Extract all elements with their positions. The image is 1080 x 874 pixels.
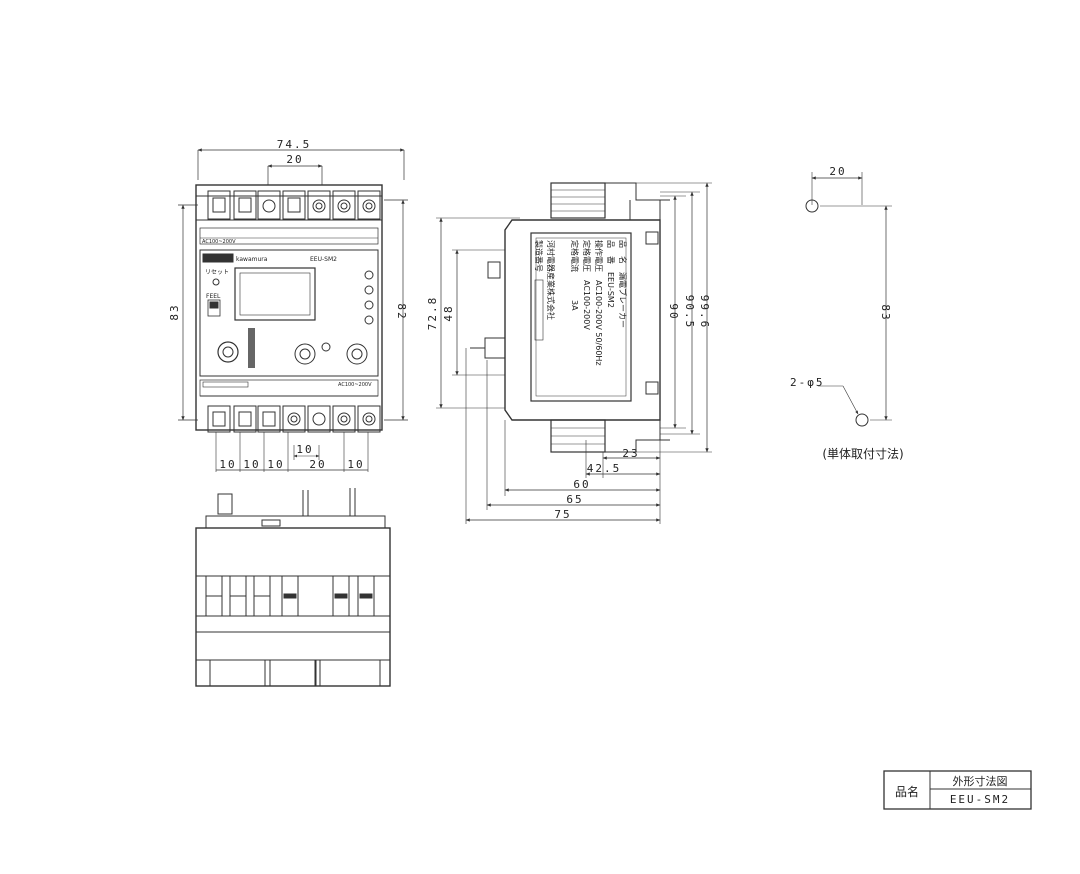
- dim-overall-width: 74.5: [277, 138, 312, 151]
- dim-side-h3: 90: [667, 303, 680, 320]
- title-block: [883, 770, 1032, 810]
- dim-side-d1: 23: [622, 447, 639, 460]
- side-label-plate: 品 名 漏電ブレーカー 品 番 EEU-SM2 操作電圧 AC100-200V …: [534, 240, 628, 366]
- dim-bottom-5: 10: [347, 458, 364, 471]
- mount-hole-bottom: [855, 413, 869, 427]
- dim-mount-width: 20: [829, 165, 846, 178]
- dim-height-outer: 83: [168, 303, 181, 320]
- dim-bottom-1: 10: [219, 458, 236, 471]
- dim-bottom-2: 10: [243, 458, 260, 471]
- bottom-slots: [205, 575, 375, 617]
- dim-side-h1: 72.8: [426, 296, 439, 331]
- dim-mount-holes: 2-φ5: [790, 376, 825, 389]
- label-row4-key: 定格電圧: [582, 240, 592, 272]
- bottom-view: [195, 488, 391, 687]
- mount-hole-top: [805, 199, 819, 213]
- label-row6-key: 河村電器産業株式会社: [546, 240, 556, 320]
- dim-side-h5: 99.6: [698, 295, 711, 330]
- top-terminals: [207, 190, 381, 220]
- dim-bottom-3: 10: [267, 458, 284, 471]
- bottom-terminals: [207, 405, 381, 433]
- panel-voltage-bottom: AC100~200V: [338, 382, 372, 388]
- dim-side-d5: 75: [554, 508, 571, 521]
- dim-mount-height: 83: [879, 304, 892, 321]
- panel-reset-label: リセット: [205, 269, 229, 276]
- side-view: [436, 182, 712, 524]
- label-row3-value: AC100-200V 50/60Hz: [594, 280, 603, 366]
- panel-voltage-top: AC100~200V: [202, 239, 236, 245]
- panel-brand: kawamura: [236, 256, 268, 263]
- label-row5-value: 3A: [570, 300, 579, 311]
- label-row5-key: 定格電流: [570, 240, 580, 272]
- dim-side-d3: 60: [573, 478, 590, 491]
- dim-bottom-4: 20: [309, 458, 326, 471]
- label-row2-value: EEU-SM2: [606, 272, 615, 308]
- dim-side-h2: 48: [442, 304, 455, 321]
- front-view: [178, 148, 408, 472]
- label-row1-key: 品 名: [618, 240, 628, 264]
- label-row7-key: 製造番号: [534, 240, 544, 272]
- dim-height-inner: 82: [395, 303, 408, 320]
- dim-top-pitch: 20: [286, 153, 303, 166]
- label-row4-value: AC100-200V: [582, 280, 591, 330]
- panel-model: EEU-SM2: [310, 256, 337, 263]
- label-row2-key: 品 番: [606, 240, 616, 264]
- dim-side-h4: 90.5: [683, 295, 696, 330]
- mount-caption: (単体取付寸法): [822, 447, 903, 461]
- dim-bottom-mid: 10: [296, 443, 313, 456]
- panel-feel-label: FEEL: [206, 293, 221, 300]
- label-row3-key: 操作電圧: [594, 240, 604, 272]
- dim-side-d4: 65: [566, 493, 583, 506]
- title-item-label: 品名: [895, 784, 919, 799]
- title-drawing-title: 外形寸法図: [953, 774, 1008, 788]
- label-row1-value: 漏電ブレーカー: [618, 272, 628, 328]
- dim-side-d2: 42.5: [587, 462, 622, 475]
- mount-view: [805, 172, 892, 427]
- title-model: EEU-SM2: [950, 793, 1010, 806]
